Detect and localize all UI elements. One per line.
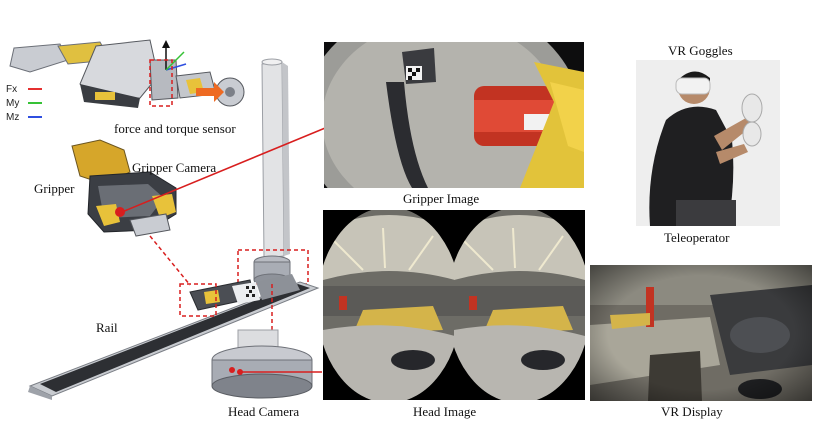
vr-display-label: VR Display	[661, 404, 723, 419]
vr-display-image	[590, 265, 812, 401]
wrist-sensor-assembly	[9, 39, 245, 108]
force-sensor-label: force and torque sensor	[114, 121, 236, 136]
teleoperator-photo	[636, 60, 780, 226]
gripper-image-scene	[324, 42, 584, 188]
gripper-image-connector	[121, 125, 331, 213]
legend-item-fx: Fx	[6, 82, 42, 96]
head-image-scene	[323, 210, 585, 400]
tower	[253, 58, 291, 287]
gripper-image-label: Gripper Image	[403, 191, 480, 206]
head-image	[323, 210, 585, 400]
legend-item-mz: Mz	[6, 110, 42, 124]
teleoperator-figure	[636, 60, 780, 226]
gripper-illustration	[71, 139, 177, 237]
head-camera-label: Head Camera	[228, 404, 300, 419]
vr-display-scene	[590, 265, 812, 401]
sensor-axes-icon	[162, 40, 187, 71]
legend-swatch-my	[28, 102, 42, 104]
sensor-legend: Fx My Mz	[6, 82, 42, 124]
rail-label: Rail	[96, 320, 118, 335]
teleoperator-label: Teleoperator	[664, 230, 730, 245]
legend-swatch-mz	[28, 116, 42, 118]
gripper-image	[324, 42, 584, 188]
legend-swatch-fx	[28, 88, 42, 90]
legend-item-my: My	[6, 96, 42, 110]
gripper-camera-label: Gripper Camera	[132, 160, 217, 175]
vr-goggles-label: VR Goggles	[668, 43, 733, 58]
gripper-label: Gripper	[34, 181, 75, 196]
head-image-label: Head Image	[413, 404, 477, 419]
head-camera-inset	[211, 329, 313, 399]
rail	[28, 274, 320, 400]
